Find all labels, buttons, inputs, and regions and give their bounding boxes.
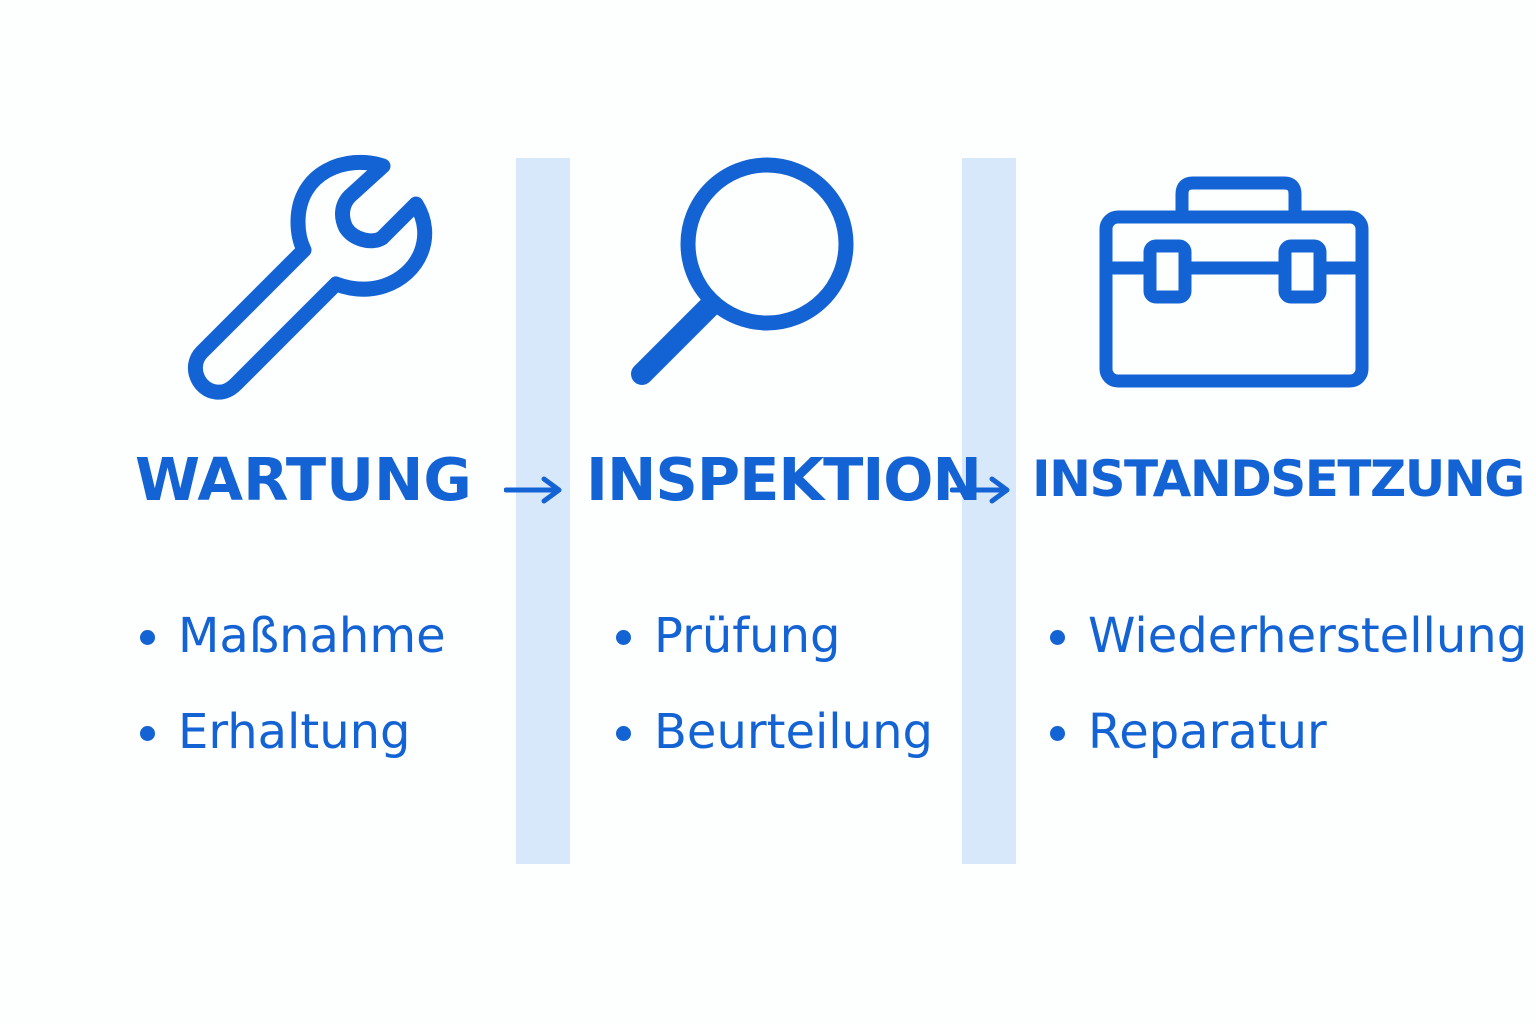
toolbox-icon <box>1098 174 1372 390</box>
list-item: Beurteilung <box>612 700 933 796</box>
bullet-list-inspektion: Prüfung Beurteilung <box>612 604 933 796</box>
list-item: Erhaltung <box>136 700 446 796</box>
list-item: Reparatur <box>1046 700 1527 796</box>
bullet-dot <box>1050 630 1065 645</box>
bullet-dot <box>1050 726 1065 741</box>
list-item: Wiederherstellung <box>1046 604 1527 700</box>
step-title-instandsetzung: INSTANDSETZUNG <box>1032 450 1525 508</box>
list-item-text: Prüfung <box>654 608 841 664</box>
list-item-text: Beurteilung <box>654 704 933 760</box>
bullet-dot <box>616 630 631 645</box>
list-item-text: Reparatur <box>1088 704 1327 760</box>
column-divider <box>962 158 1016 864</box>
bullet-list-instandsetzung: Wiederherstellung Reparatur <box>1046 604 1527 796</box>
bullet-dot <box>616 726 631 741</box>
bullet-dot <box>140 726 155 741</box>
arrow-right-icon <box>504 476 564 504</box>
bullet-list-wartung: Maßnahme Erhaltung <box>136 604 446 796</box>
list-item: Maßnahme <box>136 604 446 700</box>
step-title-wartung: WARTUNG <box>135 445 472 514</box>
list-item-text: Erhaltung <box>178 704 411 760</box>
list-item-text: Maßnahme <box>178 608 446 664</box>
arrow-right-icon <box>950 476 1012 504</box>
bullet-dot <box>140 630 155 645</box>
magnifying-glass-icon <box>628 152 868 392</box>
column-divider <box>516 158 570 864</box>
wrench-icon <box>186 152 436 402</box>
list-item-text: Wiederherstellung <box>1088 608 1528 664</box>
step-title-inspektion: INSPEKTION <box>586 445 982 514</box>
list-item: Prüfung <box>612 604 933 700</box>
